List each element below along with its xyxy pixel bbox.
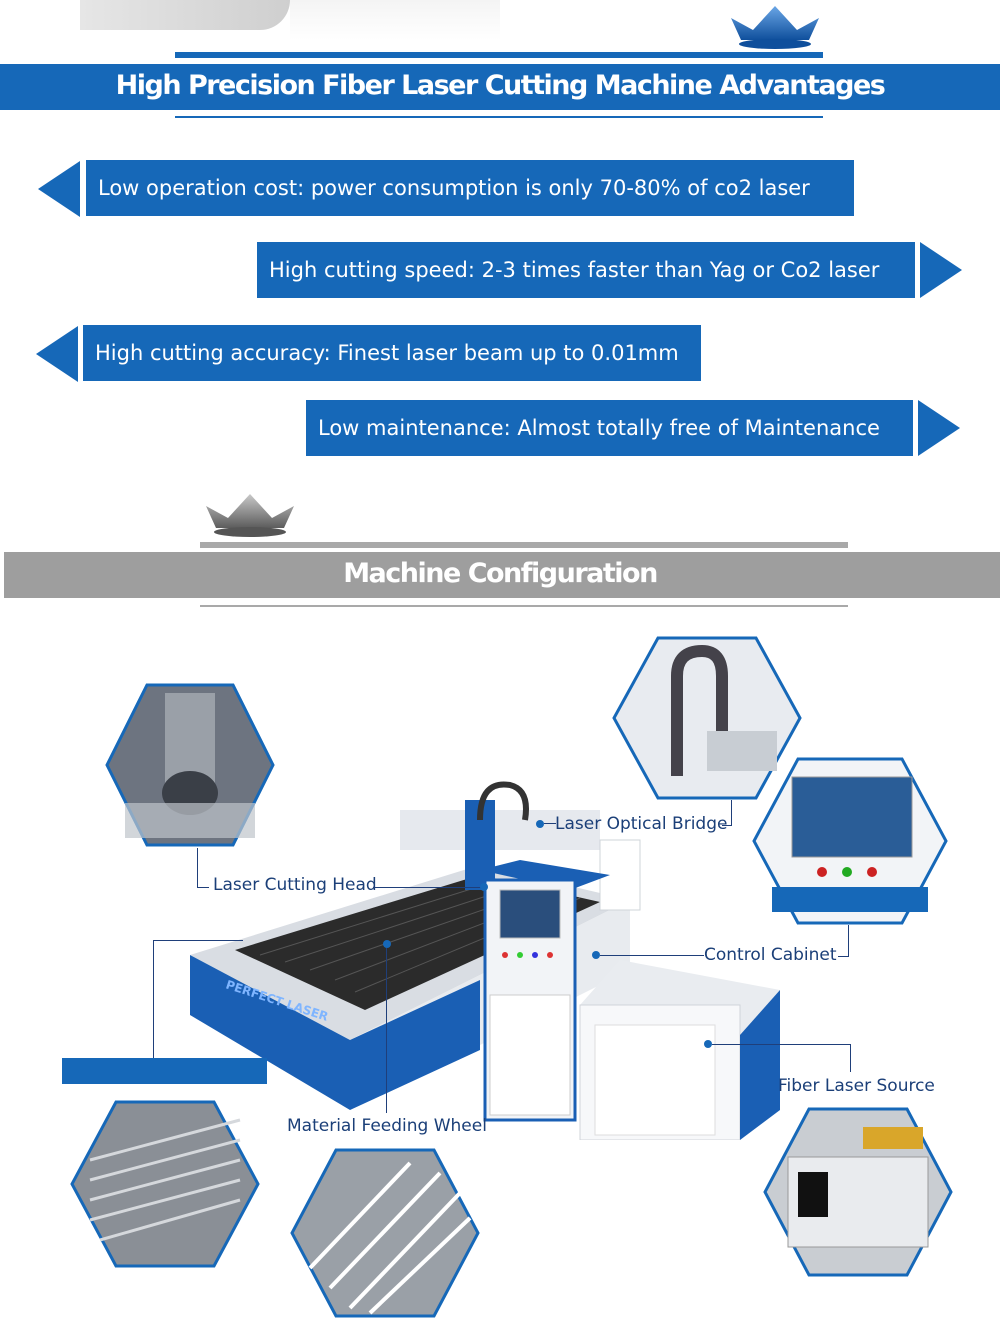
crown-icon (731, 6, 819, 49)
fiber-source-detail-image (763, 1107, 953, 1277)
advantages-title: High Precision Fiber Laser Cutting Machi… (115, 70, 886, 101)
callout-line (153, 940, 243, 941)
label-cutting-head: Laser Cutting Head (213, 875, 377, 895)
top-gray-band (80, 0, 290, 30)
callout-line (197, 848, 198, 888)
callout-dot (383, 940, 391, 948)
cutting-head-detail-image (105, 683, 275, 847)
callout-line (373, 887, 483, 888)
callout-line (848, 925, 849, 957)
advantage-item: High cutting speed: 2-3 times faster tha… (257, 242, 915, 298)
callout-line (712, 1044, 850, 1045)
config-top-rule (200, 542, 848, 548)
callout-line (600, 955, 704, 956)
config-underline (200, 605, 848, 607)
callout-line (197, 887, 209, 888)
callout-line (850, 1044, 851, 1072)
callout-line (722, 825, 732, 826)
label-bar (62, 1058, 267, 1084)
callout-line (731, 800, 732, 826)
config-title: Machine Configuration (343, 558, 658, 589)
label-fiber-source: Fiber Laser Source (778, 1076, 935, 1096)
label-control-cabinet: Control Cabinet (704, 945, 837, 965)
arrow-left-icon (36, 326, 78, 382)
advantages-underline (175, 116, 823, 118)
callout-dot (704, 1040, 712, 1048)
label-optical-bridge: Laser Optical Bridge (555, 814, 728, 834)
callout-line (838, 956, 848, 957)
advantage-item: High cutting accuracy: Finest laser beam… (83, 325, 701, 381)
callout-line (544, 823, 556, 824)
feeding-wheel-detail-image (290, 1148, 480, 1318)
optical-bridge-detail-image (612, 636, 802, 800)
top-gray-shadow (290, 0, 500, 40)
callout-dot (592, 951, 600, 959)
arrow-right-icon (918, 400, 960, 456)
advantages-banner (0, 64, 1000, 110)
label-feeding-wheel: Material Feeding Wheel (287, 1116, 487, 1136)
control-cabinet-detail-image (752, 757, 948, 925)
advantage-item: Low maintenance: Almost totally free of … (306, 400, 913, 456)
top-rule (175, 52, 823, 58)
callout-line (386, 948, 387, 1113)
feeding-table-detail-image (70, 1100, 260, 1268)
arrow-right-icon (920, 242, 962, 298)
machine-illustration: PERFECT LASER (190, 781, 780, 1140)
arrow-left-icon (38, 161, 80, 217)
callout-line (153, 940, 154, 1060)
callout-dot (536, 820, 544, 828)
config-banner (4, 552, 1000, 598)
callout-dot (480, 883, 488, 891)
crown-icon (206, 494, 294, 537)
advantage-item: Low operation cost: power consumption is… (86, 160, 854, 216)
